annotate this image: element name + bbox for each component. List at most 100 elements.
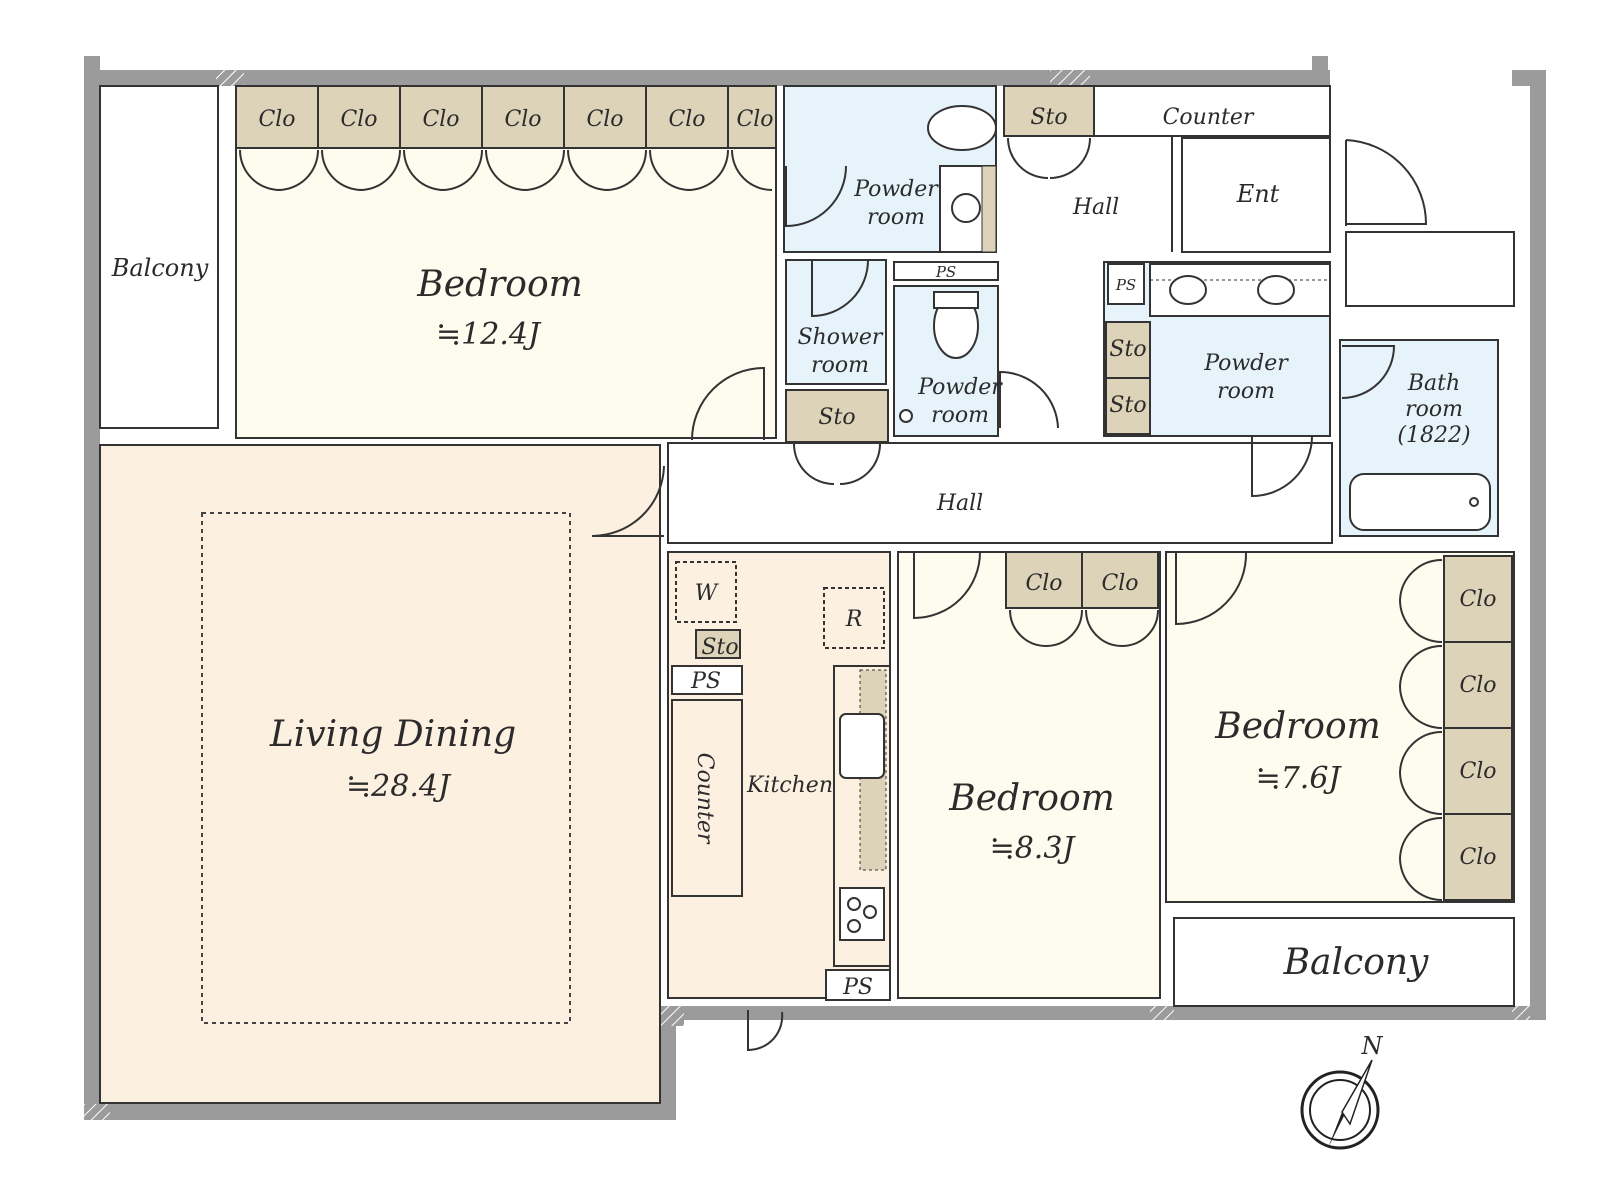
corridor-strip	[1345, 231, 1515, 307]
bathtub-icon	[1349, 473, 1491, 531]
door-swing-icon	[999, 370, 1059, 429]
sink-icon	[1257, 275, 1295, 305]
bedroom1-closets	[235, 85, 777, 149]
pipe-space-box	[893, 261, 999, 281]
door-swing-icon	[1399, 558, 1443, 901]
closet-label: Clo	[668, 107, 705, 132]
closet-label: Clo	[1459, 673, 1496, 698]
balcony-south-label: Balcony	[1283, 942, 1429, 983]
storage-box	[1105, 321, 1151, 379]
door-swing-icon	[591, 465, 665, 537]
counter-top-label: Counter	[1163, 105, 1255, 130]
shower-floor	[785, 259, 887, 385]
pipe-space-box	[825, 969, 891, 1001]
closet-label: Clo	[504, 107, 541, 132]
pipe-space-label: PS	[935, 263, 956, 281]
washer-label: W	[695, 581, 720, 606]
bedroom3-closets	[1443, 555, 1513, 901]
bath-label-line2: room	[1405, 397, 1463, 422]
powder2-label-line1: Powder	[917, 375, 1003, 400]
closet-label: Clo	[422, 107, 459, 132]
closet-label: Clo	[1101, 571, 1138, 596]
counter-kitchen-label: Counter	[692, 753, 717, 845]
closet-labels-top: Clo Clo Clo Clo Clo Clo Clo	[258, 107, 773, 132]
closet-label: Clo	[1025, 571, 1062, 596]
balcony-west-label: Balcony	[111, 254, 209, 282]
living-rug-outline	[201, 512, 571, 1024]
door-swing-icon	[785, 165, 847, 228]
bedroom2-closet	[1081, 551, 1159, 609]
closet-label: Clo	[1459, 759, 1496, 784]
door-swing-icon	[811, 259, 869, 318]
door-swing-icon	[1175, 551, 1248, 626]
powder3-label-line1: Powder	[1203, 351, 1289, 376]
wall-hatching	[84, 70, 1530, 1120]
storage-label: Sto	[1030, 105, 1067, 130]
pipe-space-label: PS	[690, 669, 721, 694]
closet-label: Clo	[736, 107, 773, 132]
pipe-space-label: PS	[1115, 276, 1136, 294]
bedroom2-floor	[897, 551, 1161, 999]
closet-label: Clo	[340, 107, 377, 132]
exterior-walls	[84, 56, 1546, 1120]
bedroom3-area: ≒7.6J	[1256, 761, 1343, 796]
closet-label: Clo	[1459, 845, 1496, 870]
ent-floor	[1181, 137, 1331, 253]
powder3-label-line2: room	[1217, 379, 1275, 404]
bedroom1-area: ≒12.4J	[436, 317, 542, 352]
toilet-icon	[927, 105, 997, 151]
hall-north-label: Hall	[1072, 195, 1119, 220]
sink-icon	[1169, 275, 1207, 305]
storage-box	[785, 389, 889, 443]
fridge-box	[823, 587, 885, 649]
door-swing-icon	[691, 366, 765, 441]
powder1-label-line1: Powder	[853, 177, 939, 202]
living-floor	[99, 444, 661, 1104]
compass-north-label: N	[1361, 1032, 1384, 1060]
powder1-label-line2: room	[867, 205, 925, 230]
closet-label: Clo	[1459, 587, 1496, 612]
bath-label-line1: Bath	[1407, 371, 1460, 396]
door-swing-icon	[747, 1010, 784, 1052]
storage-label: Sto	[818, 405, 855, 430]
balcony-south-floor	[1173, 917, 1515, 1007]
door-swing-icon	[913, 551, 981, 620]
bedroom1-floor	[235, 147, 777, 439]
storage-box	[1105, 377, 1151, 435]
sink-icon	[839, 713, 885, 779]
living-area: ≒28.4J	[346, 769, 452, 804]
hall-main-label: Hall	[936, 491, 983, 516]
compass-icon	[1300, 1059, 1380, 1150]
closet-label: Clo	[258, 107, 295, 132]
pipe-space-box	[671, 665, 743, 695]
counter-top-box	[1093, 85, 1331, 137]
balcony-west-floor	[99, 85, 219, 429]
storage-label: Sto	[701, 635, 738, 660]
closet-door-swings	[239, 149, 773, 191]
bedroom3-label: Bedroom	[1214, 706, 1381, 747]
kitchen-label: Kitchen	[746, 773, 833, 798]
door-swing-icon	[1345, 139, 1428, 226]
shower-label-line2: room	[811, 353, 869, 378]
bath-label-line3: (1822)	[1397, 423, 1470, 448]
powder2-label-line2: room	[931, 403, 989, 428]
closet-label: Clo	[586, 107, 623, 132]
living-label: Living Dining	[269, 714, 516, 755]
door-swing-icon	[1007, 137, 1091, 179]
storage-label: Sto	[1109, 337, 1146, 362]
door-swing-icon	[1251, 435, 1313, 498]
pipe-space-box	[1107, 263, 1145, 305]
fridge-label: R	[845, 607, 863, 632]
bedroom2-area: ≒8.3J	[990, 831, 1077, 866]
shower-label-line1: Shower	[798, 325, 884, 350]
bedroom2-label: Bedroom	[948, 778, 1115, 819]
door-swing-icon	[1009, 609, 1159, 647]
stove-icon	[839, 887, 885, 941]
hall-main-floor	[667, 442, 1333, 544]
storage-box	[695, 629, 741, 659]
washer-box	[675, 561, 737, 623]
hall-storage	[1003, 85, 1095, 137]
door-swing-icon	[793, 443, 881, 485]
counter-kitchen-box	[671, 699, 743, 897]
